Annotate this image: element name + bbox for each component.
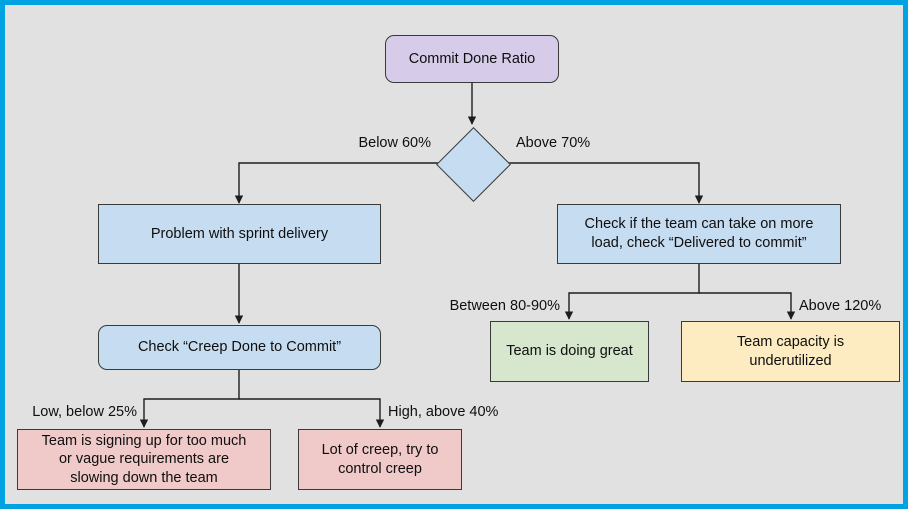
edge-checkcreep-to-creep [239, 398, 385, 428]
node-commit-done-ratio[interactable]: Commit Done Ratio [385, 35, 559, 83]
edge-decision-to-checkload [508, 162, 704, 204]
node-problem-with-sprint-delivery[interactable]: Problem with sprint delivery [98, 204, 381, 264]
edge-label-low-below-25: Low, below 25% [32, 404, 137, 420]
edge-label-high-above-40: High, above 40% [388, 404, 499, 420]
edge-label-below-60: Below 60% [358, 135, 431, 151]
edge-label-above-120: Above 120% [799, 298, 882, 314]
node-check-creep-done-to-commit[interactable]: Check “Creep Done to Commit” [98, 325, 381, 370]
edge-label-above-70: Above 70% [516, 135, 591, 151]
edge-checkcreep-to-signingup [139, 370, 240, 428]
edge-checkload-to-teamgreat [564, 264, 700, 320]
node-team-is-doing-great[interactable]: Team is doing great [490, 321, 649, 382]
edge-checkload-to-capacity [699, 292, 796, 320]
node-check-more-load[interactable]: Check if the team can take on more load,… [557, 204, 841, 264]
edge-label-between-80-90: Between 80-90% [449, 298, 560, 314]
edge-decision-to-problem [234, 162, 438, 204]
flowchart-connectors [139, 83, 796, 428]
node-team-signing-up-too-much[interactable]: Team is signing up for too much or vague… [17, 429, 271, 490]
node-lot-of-creep[interactable]: Lot of creep, try to control creep [298, 429, 462, 490]
node-team-capacity-underutilized[interactable]: Team capacity is underutilized [681, 321, 900, 382]
